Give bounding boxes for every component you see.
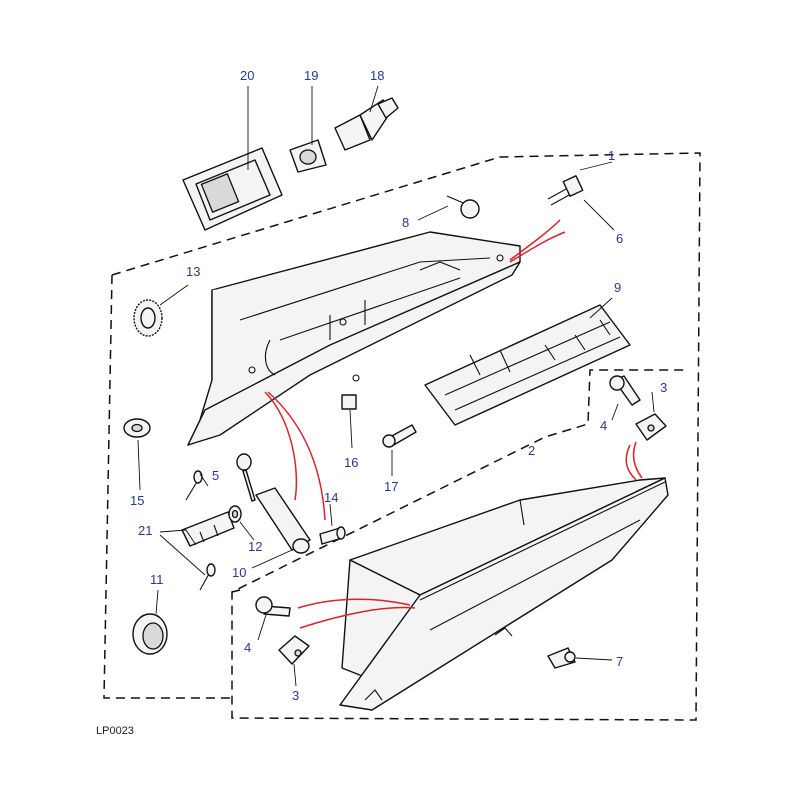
part-3-bracket-upper — [635, 413, 667, 441]
callout-5: 5 — [212, 468, 219, 483]
part-14-pin — [319, 526, 346, 545]
callout-3-lower: 3 — [292, 688, 299, 703]
part-19-bezel-clip — [289, 139, 327, 173]
callout-9: 9 — [614, 280, 621, 295]
callout-4-lower: 4 — [244, 640, 251, 655]
callout-18: 18 — [370, 68, 384, 83]
part-10-gas-strut — [236, 453, 311, 554]
callout-17: 17 — [384, 479, 398, 494]
part-8-screw — [446, 195, 480, 219]
callout-2: 2 — [528, 443, 535, 458]
callout-3-upper: 3 — [660, 380, 667, 395]
callout-21: 21 — [138, 523, 152, 538]
leader-lines — [137, 85, 655, 687]
part-4-bolt-upper — [609, 375, 641, 406]
part-21-retaining-pin-lower — [199, 563, 216, 591]
part-9-hinge-rail — [424, 304, 631, 426]
callout-6: 6 — [616, 231, 623, 246]
callout-20: 20 — [240, 68, 254, 83]
callout-10: 10 — [232, 565, 246, 580]
part-16-clip — [341, 394, 357, 410]
part-13-serrated-washer — [133, 299, 163, 337]
part-18-lock-barrel — [334, 97, 399, 151]
callout-12: 12 — [248, 539, 262, 554]
callout-16: 16 — [344, 455, 358, 470]
assembly-2-boundary — [231, 589, 241, 593]
assembly-1-boundary — [111, 152, 701, 721]
callout-1: 1 — [608, 148, 615, 163]
glovebox-lid — [339, 477, 669, 711]
callout-13: 13 — [186, 264, 200, 279]
callout-19: 19 — [304, 68, 318, 83]
callout-14: 14 — [324, 490, 338, 505]
part-15-clip-nut — [123, 418, 151, 438]
attachment-lines — [264, 219, 643, 629]
part-6-bolt — [547, 175, 584, 206]
part-11-grommet — [132, 613, 168, 655]
part-4-bolt-lower — [255, 596, 291, 617]
part-3-bracket-lower — [278, 635, 310, 665]
callout-11: 11 — [150, 572, 164, 587]
part-7-screw — [547, 647, 576, 669]
callout-8: 8 — [402, 215, 409, 230]
part-17-bolt — [382, 424, 417, 448]
part-12-washer — [228, 505, 242, 523]
callout-7: 7 — [616, 654, 623, 669]
part-5-bracket — [181, 511, 235, 547]
callout-15: 15 — [130, 493, 144, 508]
figure-label: LP0023 — [96, 725, 134, 737]
assembly-1-left-edge — [103, 274, 232, 699]
part-20-switch-bezel — [182, 147, 283, 231]
callout-4-upper: 4 — [600, 418, 607, 433]
